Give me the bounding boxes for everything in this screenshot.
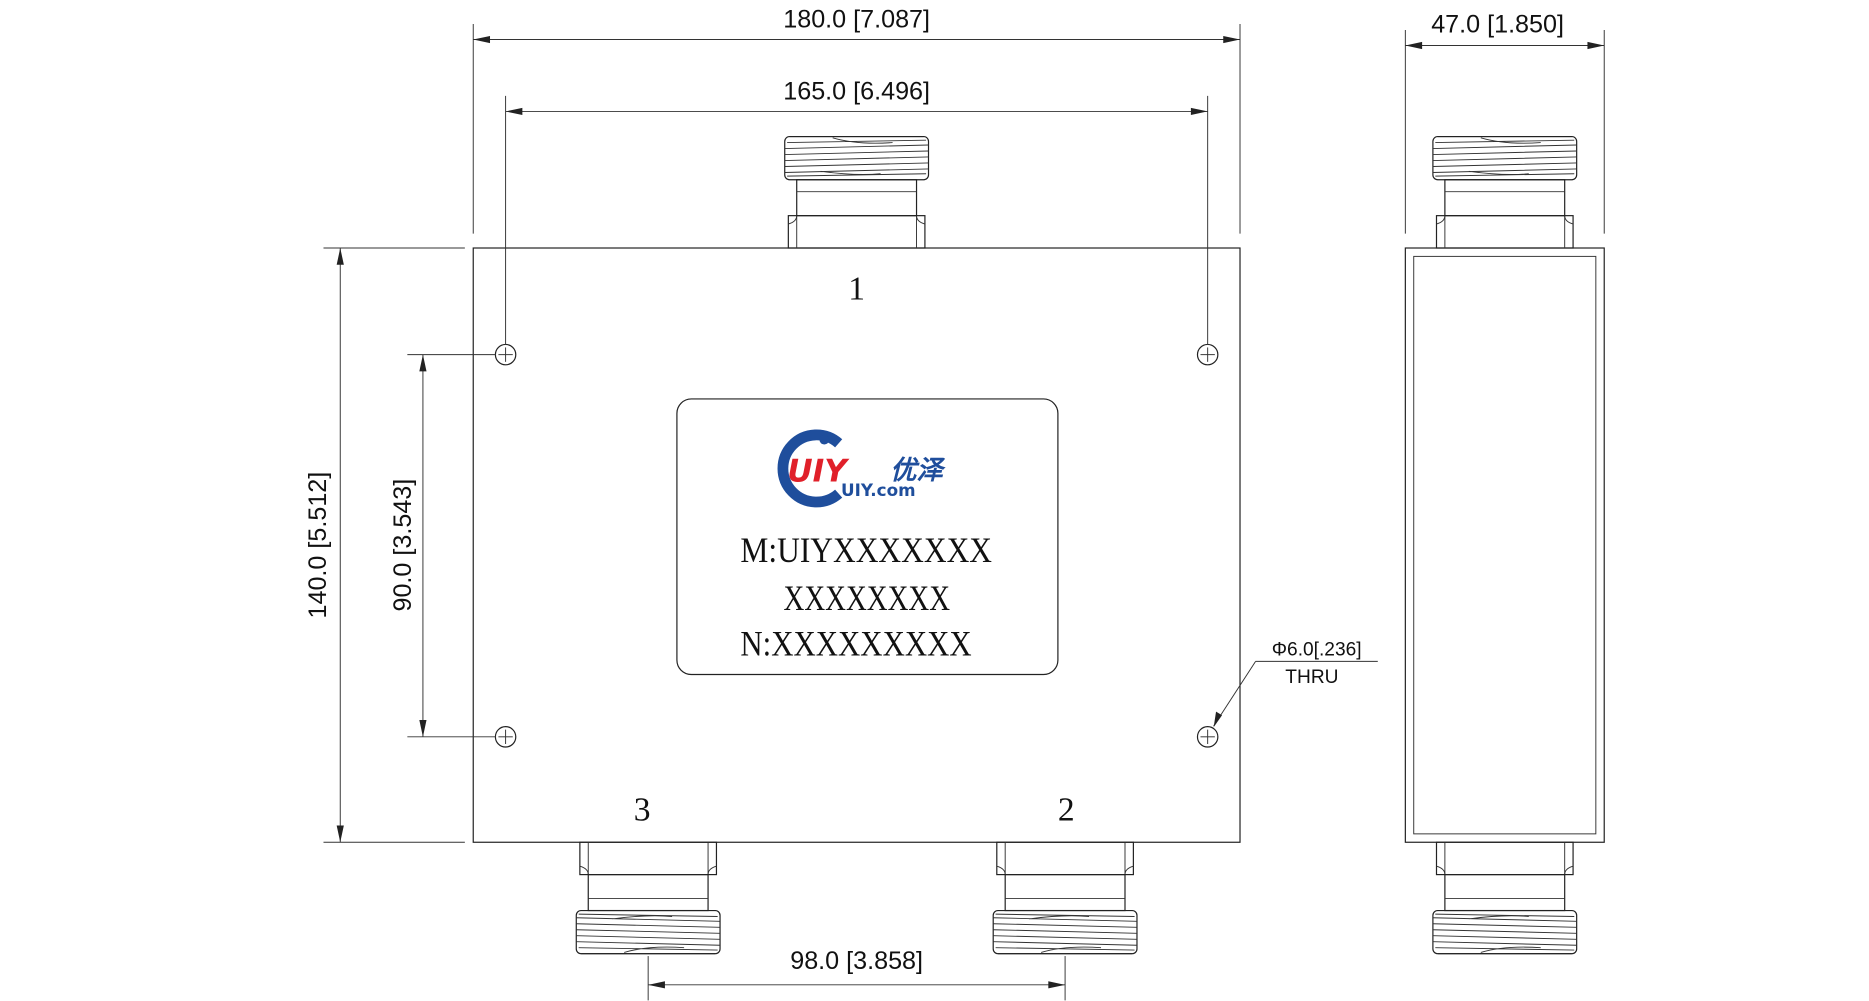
dimension-overall-width: 180.0 [7.087]: [472, 6, 1241, 234]
svg-text:90.0 [3.543]: 90.0 [3.543]: [389, 479, 417, 612]
dimension-hole-spacing-horizontal: 165.0 [6.496]: [505, 77, 1209, 346]
svg-text:180.0 [7.087]: 180.0 [7.087]: [783, 6, 930, 34]
mounting-hole-bottom-right: [1196, 726, 1219, 748]
svg-text:优泽: 优泽: [890, 456, 946, 486]
uiy-logo: UIY 优泽 UIY.com: [777, 429, 947, 508]
divider-body-side: [1404, 247, 1605, 843]
dimension-depth: 47.0 [1.850]: [1404, 10, 1605, 234]
port-3-label: 3: [634, 792, 651, 829]
svg-text:Φ6.0[.236]: Φ6.0[.236]: [1272, 639, 1362, 660]
svg-text:140.0 [5.512]: 140.0 [5.512]: [304, 472, 332, 619]
connector-port-2: [992, 841, 1138, 955]
mounting-hole-top-right: [1196, 343, 1219, 366]
svg-text:47.0 [1.850]: 47.0 [1.850]: [1431, 10, 1564, 38]
svg-text:165.0 [6.496]: 165.0 [6.496]: [783, 77, 930, 105]
connector-port-1: [784, 135, 930, 249]
mounting-hole-bottom-left: [494, 726, 517, 748]
hole-callout: Φ6.0[.236] THRU: [1213, 639, 1378, 728]
dimension-overall-height: 140.0 [5.512]: [304, 247, 465, 843]
mounting-hole-top-left: [494, 343, 517, 366]
dimension-hole-spacing-vertical: 90.0 [3.543]: [389, 354, 497, 738]
dimension-port-spacing: 98.0 [3.858]: [647, 947, 1066, 1001]
port-2-label: 2: [1058, 792, 1075, 829]
svg-text:UIY.com: UIY.com: [841, 480, 916, 500]
nameplate: UIY 优泽 UIY.com M:UIYXXXXXXX XXXXXXXX N:X…: [676, 398, 1059, 676]
connector-port-3: [575, 841, 721, 955]
svg-text:THRU: THRU: [1285, 667, 1338, 688]
svg-text:98.0 [3.858]: 98.0 [3.858]: [790, 947, 923, 975]
port-1-label: 1: [848, 271, 865, 308]
model-line-2: XXXXXXXX: [784, 578, 951, 618]
serial-line: N:XXXXXXXXX: [740, 623, 971, 663]
side-connector-top: [1432, 135, 1578, 249]
model-line: M:UIYXXXXXXX: [740, 530, 992, 570]
svg-text:UIY: UIY: [787, 454, 850, 490]
side-connector-bottom: [1432, 841, 1578, 955]
